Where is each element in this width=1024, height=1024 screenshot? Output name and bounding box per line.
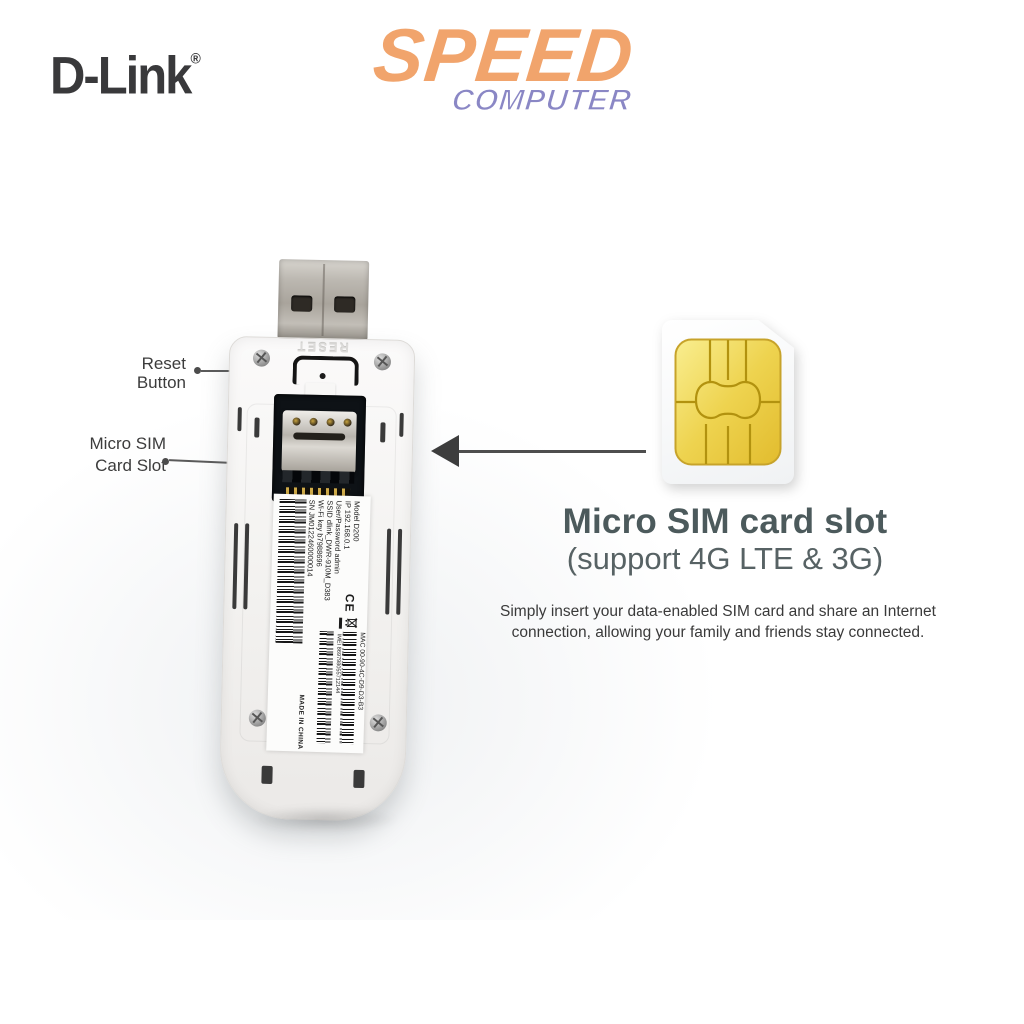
bottom-slot xyxy=(353,769,365,789)
label-underline-mark xyxy=(338,617,343,629)
info-subheading: (support 4G LTE & 3G) xyxy=(566,541,884,576)
sim-slot-callout: Micro SIM Card Slot xyxy=(70,433,167,477)
sim-card-illustration xyxy=(662,320,794,484)
label-spec-lines: Model D200 IP 192.168.0.1 User/Password … xyxy=(305,500,361,602)
cage-hole xyxy=(343,418,352,427)
sim-slot-opening xyxy=(271,393,367,504)
sim-chip-icon xyxy=(674,338,782,466)
usb-modem-device: RESET xyxy=(214,256,419,826)
vent-slit xyxy=(237,407,242,432)
computer-logo: COMPUTER xyxy=(450,83,634,117)
side-slit xyxy=(232,523,239,610)
weee-bin-icon xyxy=(345,618,358,629)
usb-connector xyxy=(277,259,370,342)
clip-slit xyxy=(380,422,386,443)
barcode xyxy=(275,498,307,644)
reset-callout-dot xyxy=(194,367,201,374)
background-glow xyxy=(0,140,1024,920)
usb-hole xyxy=(291,295,313,312)
arrow-line xyxy=(458,450,646,453)
cage-hole xyxy=(292,417,301,426)
info-heading: Micro SIM card slot xyxy=(562,502,888,541)
device-body: RESET xyxy=(218,335,416,823)
cage-slot xyxy=(293,432,346,441)
sim-callout-line2: Card Slot xyxy=(95,456,166,475)
bottom-slot xyxy=(261,765,273,784)
reset-button-callout: Reset Button xyxy=(90,354,186,392)
product-label-sticker: Model D200 IP 192.168.0.1 User/Password … xyxy=(266,493,371,754)
reset-button[interactable] xyxy=(292,355,360,386)
device-shadow xyxy=(252,806,398,832)
label-made-in: MADE IN CHINA xyxy=(296,694,305,750)
reset-callout-line2: Button xyxy=(136,373,186,392)
cage-hole xyxy=(326,418,335,427)
label-content: Model D200 IP 192.168.0.1 User/Password … xyxy=(266,494,371,754)
dlink-logo-text: D-Link xyxy=(50,47,192,106)
ce-mark: CE xyxy=(342,593,357,613)
sim-callout-dot xyxy=(162,458,169,465)
cage-hole xyxy=(309,417,318,426)
micro-sim-cage[interactable] xyxy=(281,410,357,474)
registered-mark: ® xyxy=(190,49,201,67)
info-description: Simply insert your data-enabled SIM card… xyxy=(500,603,936,641)
barcode xyxy=(316,631,334,744)
usb-hole xyxy=(334,296,356,313)
label-mac: MAC 00-90-4C-D9-D3-B3 xyxy=(356,632,366,711)
connector-notches xyxy=(282,470,355,484)
barcode xyxy=(339,631,357,745)
vent-slit xyxy=(399,412,404,437)
clip-slit xyxy=(254,417,260,438)
reset-callout-line1: Reset xyxy=(141,354,186,373)
sim-callout-line1: Micro SIM xyxy=(89,434,167,453)
arrow-left-icon xyxy=(431,435,459,467)
side-slit xyxy=(396,528,403,615)
dlink-logo: D-Link® xyxy=(50,46,201,106)
